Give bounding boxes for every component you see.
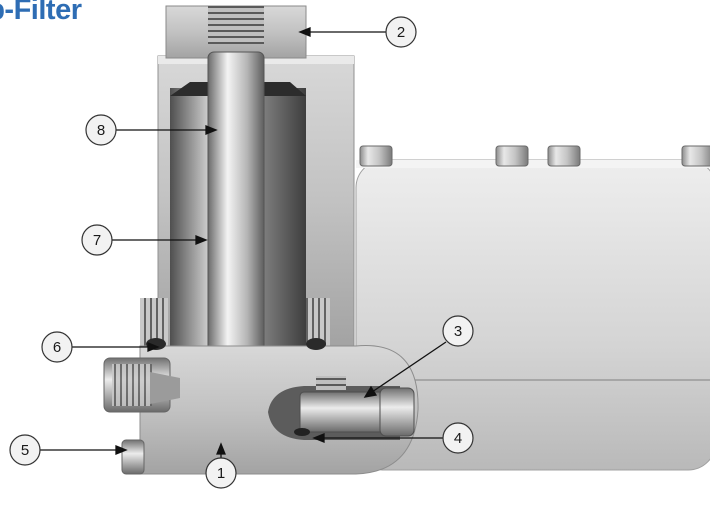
leader-line-8 (116, 125, 218, 135)
callout-7-label: 7 (93, 232, 101, 249)
leader-line-6 (72, 342, 160, 352)
callout-1: 1 (205, 457, 237, 489)
callout-2-label: 2 (397, 24, 405, 41)
callout-5-label: 5 (21, 442, 29, 459)
leader-lines (40, 27, 447, 458)
leader-line-7 (112, 235, 208, 245)
inlet-port (103, 357, 180, 413)
top-nut (165, 5, 307, 59)
callout-4-label: 4 (454, 430, 462, 447)
callout-8: 8 (85, 114, 117, 146)
callout-7: 7 (81, 224, 113, 256)
callout-6-label: 6 (53, 339, 61, 356)
callout-6: 6 (41, 331, 73, 363)
leader-line-4 (312, 433, 444, 443)
callout-3: 3 (442, 315, 474, 347)
bottom-screw (121, 439, 145, 475)
outlet-valve-assembly (268, 376, 415, 440)
leader-line-3 (363, 341, 447, 398)
diagram-title: op-Filter (0, 0, 82, 26)
leader-line-1 (216, 442, 226, 458)
callout-5: 5 (9, 434, 41, 466)
callout-8-label: 8 (97, 122, 105, 139)
callout-1-label: 1 (217, 465, 225, 482)
leader-line-5 (40, 445, 128, 455)
callout-3-label: 3 (454, 323, 462, 340)
leader-line-2 (298, 27, 386, 37)
center-tube (207, 51, 265, 379)
callout-2: 2 (385, 16, 417, 48)
callout-4: 4 (442, 422, 474, 454)
adjacent-module-block (355, 145, 710, 471)
